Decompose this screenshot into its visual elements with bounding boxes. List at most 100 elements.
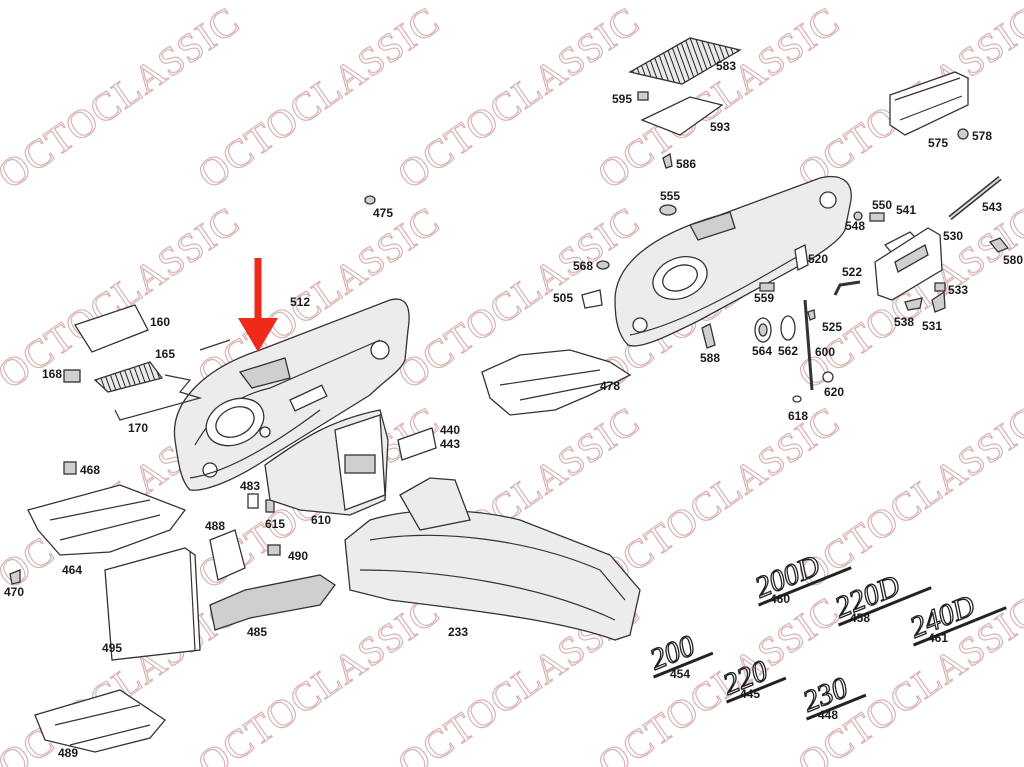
callout-586: 586 [676,157,696,171]
callout-541: 541 [896,203,916,217]
callout-485: 485 [247,625,267,639]
part-586[interactable] [662,152,673,169]
callout-600: 600 [815,345,835,359]
part-505[interactable] [581,289,603,309]
callout-559: 559 [754,291,774,305]
part-490[interactable] [267,544,281,556]
part-578[interactable] [957,128,969,140]
callout-555: 555 [660,189,680,203]
part-588[interactable] [701,323,716,349]
part-543[interactable] [948,176,1002,220]
callout-568: 568 [573,259,593,273]
part-468[interactable] [63,461,77,475]
part-618[interactable] [792,395,802,403]
part-531[interactable] [931,290,946,313]
part-583[interactable] [628,37,742,85]
callout-470: 470 [4,585,24,599]
part-165[interactable] [93,361,164,393]
callout-512: 512 [290,295,310,309]
callout-505: 505 [553,291,573,305]
callout-583: 583 [716,59,736,73]
dashboard-left[interactable] [173,298,410,491]
callout-620: 620 [824,385,844,399]
callout-448: 448 [818,708,838,722]
part-485[interactable] [209,574,336,631]
part-475[interactable] [364,195,376,205]
part-562[interactable] [780,315,796,341]
callout-543: 543 [982,200,1002,214]
callout-495: 495 [102,641,122,655]
callout-labels: 160 165 168 170 512 475 468 464 470 495 … [4,59,1023,760]
part-488[interactable] [209,529,246,581]
callout-483: 483 [240,479,260,493]
part-168[interactable] [63,369,81,383]
part-489[interactable] [34,689,166,753]
part-530[interactable] [874,227,943,301]
part-555[interactable] [659,204,677,216]
callout-578: 578 [972,129,992,143]
part-533[interactable] [934,282,946,292]
part-470[interactable] [9,569,21,585]
part-495[interactable] [104,547,201,661]
callout-550: 550 [872,198,892,212]
part-522[interactable] [833,280,861,296]
part-568[interactable] [596,260,610,270]
callout-490: 490 [288,549,308,563]
part-575[interactable] [889,71,969,136]
callout-531: 531 [922,319,942,333]
callout-475: 475 [373,206,393,220]
callout-165: 165 [155,347,175,361]
callout-478: 478 [600,379,620,393]
part-160[interactable] [74,304,149,353]
part-615[interactable] [265,499,275,513]
callout-615: 615 [265,517,285,531]
callout-488: 488 [205,519,225,533]
callout-160: 160 [150,315,170,329]
part-610[interactable] [264,409,389,516]
callout-593: 593 [710,120,730,134]
callout-562: 562 [778,344,798,358]
part-440-443[interactable] [397,427,437,461]
part-170[interactable] [114,339,231,421]
callout-580: 580 [1003,253,1023,267]
part-525[interactable] [807,309,816,321]
callout-445: 445 [740,687,760,701]
callout-564: 564 [752,344,772,358]
callout-538: 538 [894,315,914,329]
callout-464: 464 [62,563,82,577]
callout-525: 525 [822,320,842,334]
callout-588: 588 [700,351,720,365]
callout-520: 520 [808,252,828,266]
part-559[interactable] [759,282,775,292]
callout-522: 522 [842,265,862,279]
callout-168: 168 [42,367,62,381]
part-593[interactable] [640,96,724,136]
part-520[interactable] [794,244,809,271]
red-arrow-icon [238,258,278,352]
part-595[interactable] [637,91,649,101]
part-548[interactable] [853,211,863,221]
callout-440: 440 [440,423,460,437]
part-600[interactable] [803,299,814,391]
part-580[interactable] [988,237,1010,253]
part-564[interactable] [754,317,772,343]
part-620[interactable] [822,371,834,383]
callout-170: 170 [128,421,148,435]
part-464[interactable] [27,484,187,556]
dashboard-right[interactable] [614,175,852,347]
part-550[interactable] [869,212,885,222]
callout-468: 468 [80,463,100,477]
part-538[interactable] [904,297,923,311]
part-478[interactable] [481,349,632,416]
callout-443: 443 [440,437,460,451]
part-233[interactable] [344,477,641,641]
callout-618: 618 [788,409,808,423]
callout-489: 489 [58,746,78,760]
callout-460: 460 [770,592,790,606]
callout-610: 610 [311,513,331,527]
callout-530: 530 [943,229,963,243]
part-483[interactable] [247,493,259,509]
callout-454: 454 [670,667,690,681]
callout-575: 575 [928,136,948,150]
